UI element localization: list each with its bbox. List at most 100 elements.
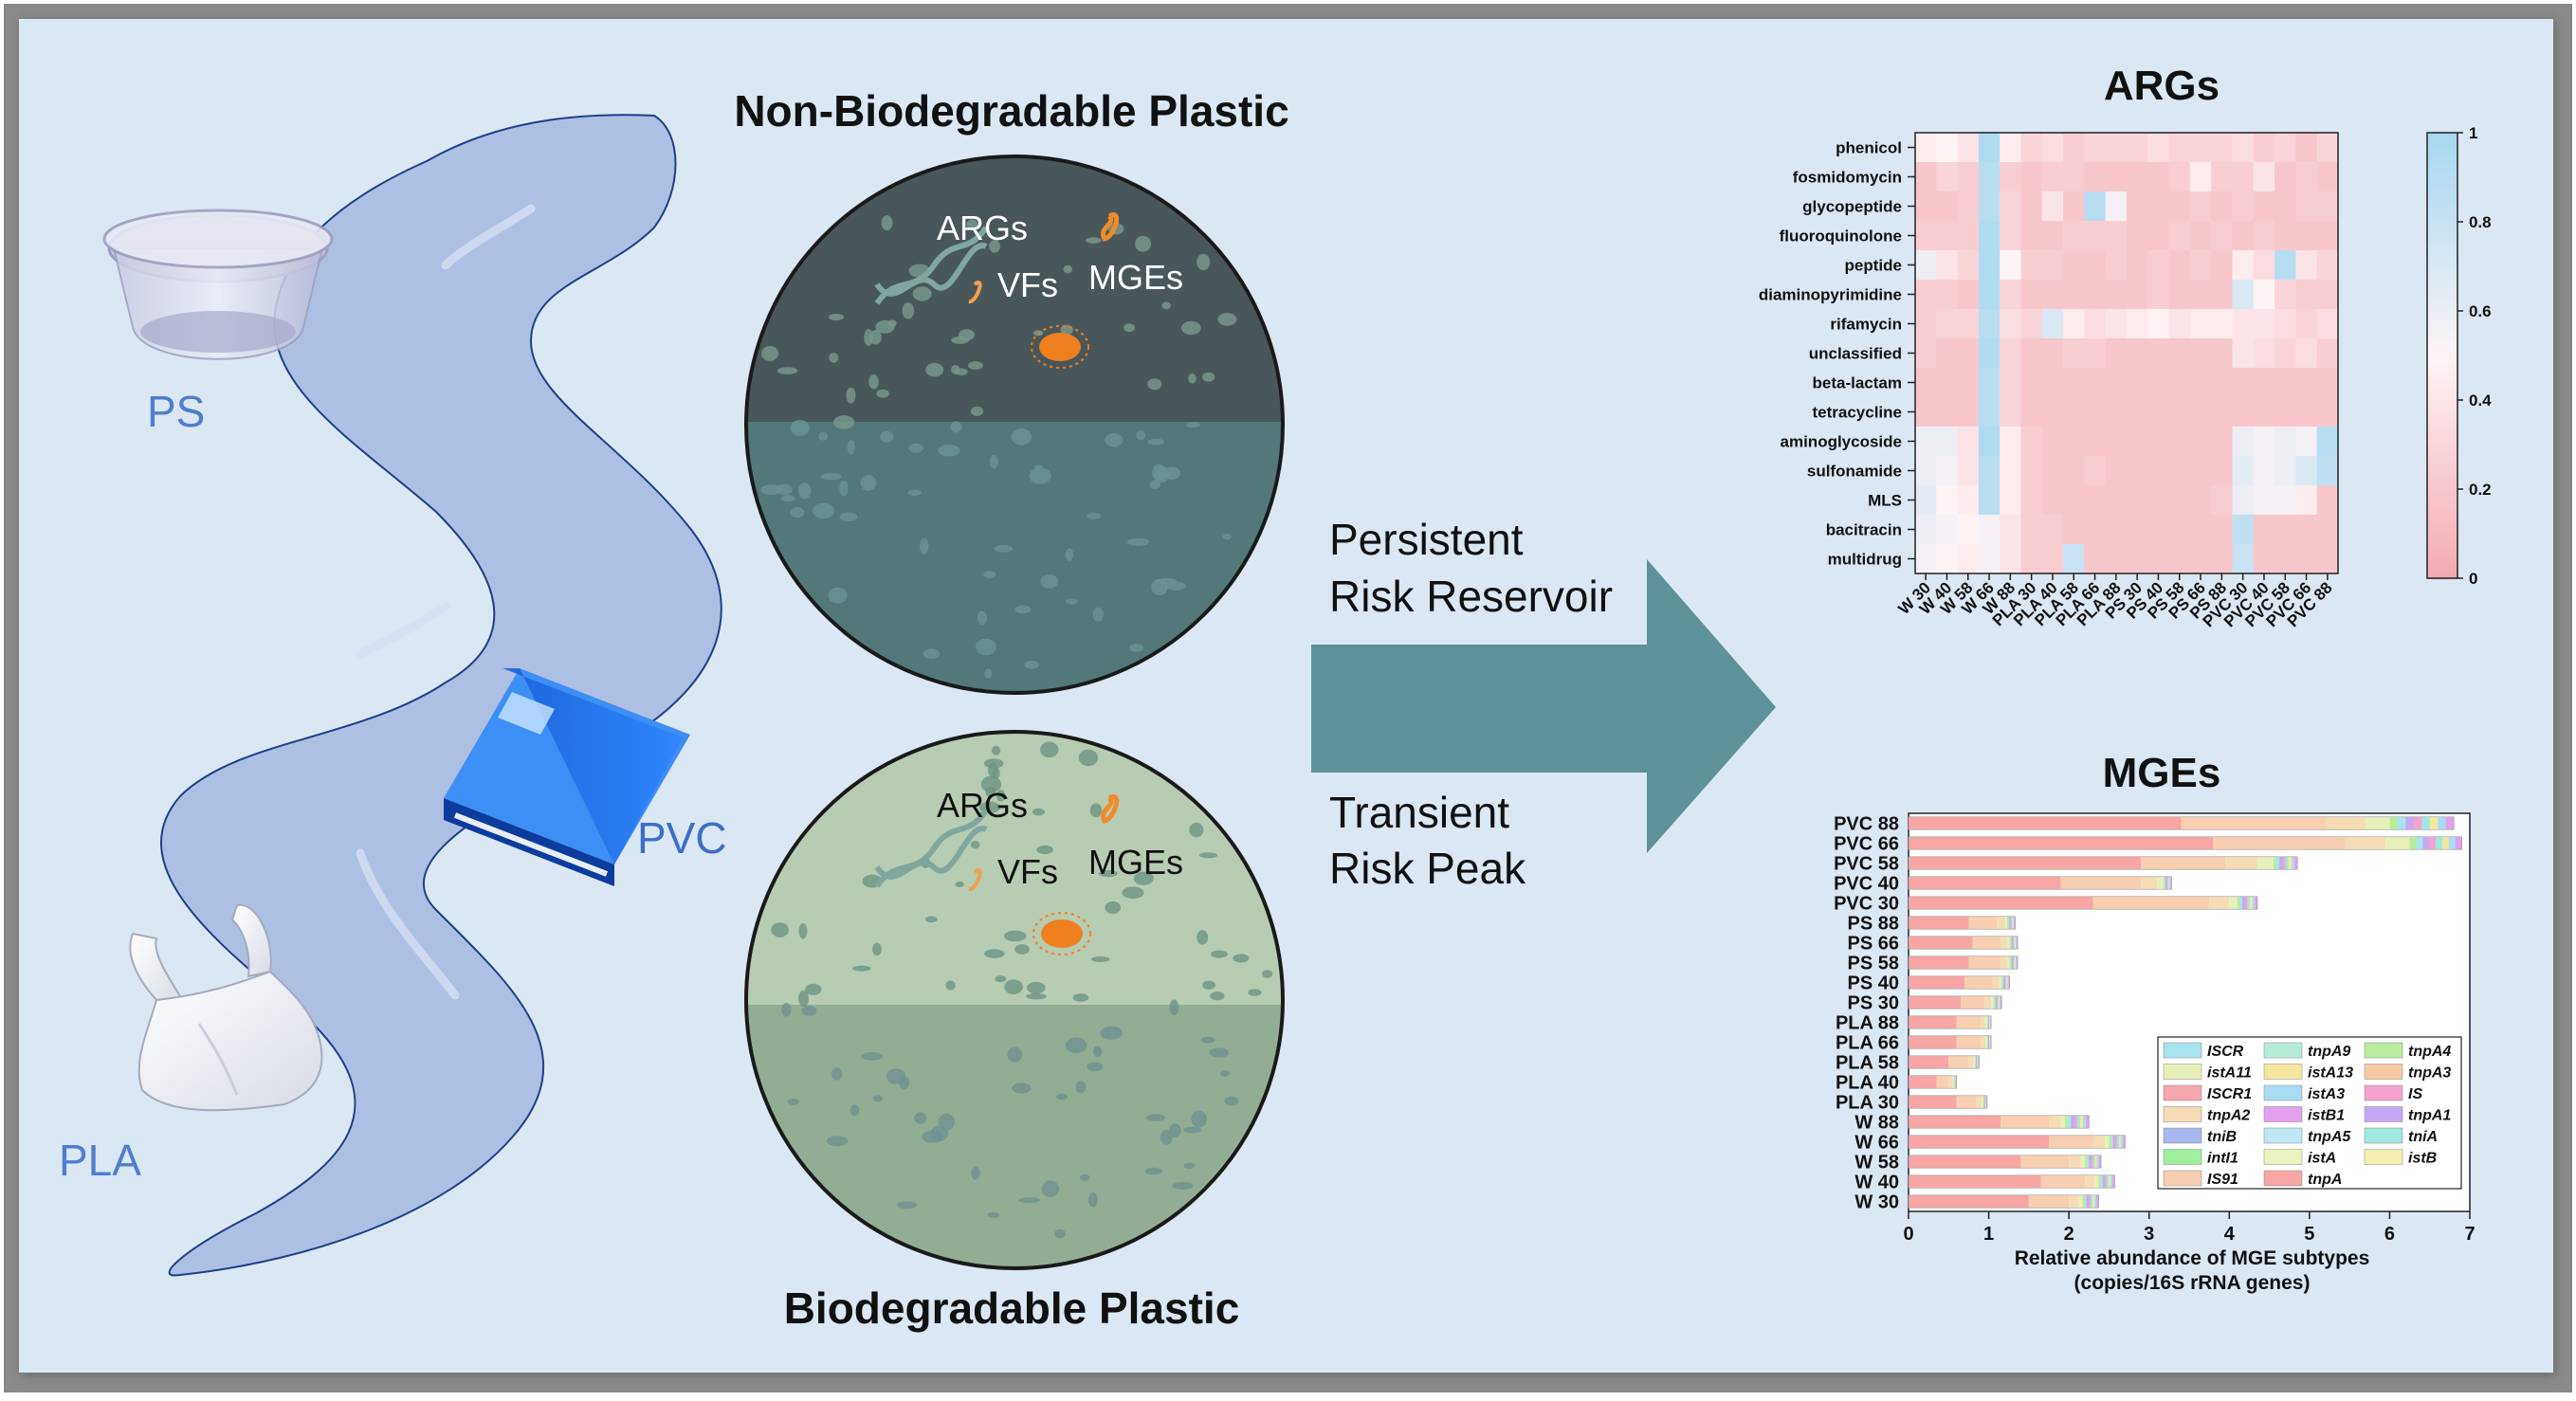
colorbar-tick-label: 0.8 [2469,213,2492,231]
heatmap-cell [2189,456,2212,486]
heatmap-cell [1957,427,1980,457]
legend-entry: istB1 [2308,1108,2345,1124]
heatmap-cell [2127,544,2148,574]
bar-segment [1983,1095,1985,1109]
heatmap-cell [1978,368,2001,398]
river-shape [160,114,722,1277]
heatmap-cell [2147,250,2170,281]
heatmap-cell [2063,515,2085,545]
bar-segment [2013,955,2016,970]
heatmap-cell [2253,515,2275,545]
heatmap-cell [2127,309,2148,339]
bar-segment [2007,955,2010,970]
legend-entry: tniA [2408,1129,2438,1145]
heatmap-cell [1978,250,2001,281]
colorbar-tick-label: 0.4 [2469,391,2492,409]
heatmap-cell [2020,338,2043,369]
bar-segment [2028,1194,2070,1209]
heatmap-cell [1957,368,1980,398]
heatmap-cell [2000,456,2021,486]
bar-segment [2165,876,2167,890]
heatmap-cell [1936,368,1959,398]
heatmap-cell [2084,368,2107,398]
bar-segment [1909,916,1969,930]
pla-label: PLA [59,1136,141,1185]
persistent-label: Persistent [1329,515,1524,564]
heatmap-row-label: beta-lactam [1813,374,1902,392]
bar-segment [2169,876,2171,890]
heatmap-cell [2084,133,2107,163]
legend-entry: istA3 [2308,1086,2345,1102]
args-heatmap: phenicolfosmidomycinglycopeptidefluoroqu… [1759,124,2492,630]
heatmap-cell [2063,191,2085,222]
bar-segment [1955,1075,1957,1089]
heatmap-cell [2127,427,2148,457]
bar-segment [2008,975,2010,990]
bar-segment [1991,995,1994,1010]
heatmap-cell [1957,338,1980,369]
heatmap-cell [2000,309,2021,339]
bar-segment [2084,1194,2088,1209]
bar-segment [2092,1194,2095,1209]
bar-segment [1936,1075,1949,1089]
bar-segment [2016,936,2019,950]
bar-segment [1948,1075,1953,1089]
bar-segment [2014,916,2016,930]
bar-segment [2007,936,2010,950]
heatmap-cell [1936,133,1959,163]
heatmap-cell [2275,515,2296,545]
bar-segment [1909,876,2061,890]
bar-segment [1954,1075,1956,1089]
bar-segment [2004,916,2008,930]
heatmap-cell [2232,133,2255,163]
heatmap-cell [2084,221,2107,251]
heatmap-cell [2105,456,2128,486]
mge-x-tick-label: 1 [1983,1224,1994,1245]
bottom-mges-label: MGEs [1088,843,1183,882]
mge-category-label: PS 66 [1848,934,1899,955]
bar-segment [2102,1174,2106,1189]
legend-entry: istA13 [2308,1065,2353,1082]
heatmap-cell [1936,544,1959,574]
heatmap-cell [2275,250,2296,281]
bar-segment [1909,1035,1957,1049]
top-vf-icon [968,280,982,303]
bar-segment [2255,896,2258,910]
heatmap-cell [2168,485,2191,516]
bar-segment [1993,995,1996,1010]
heatmap-cell [2105,133,2128,163]
bar-segment [2011,936,2014,950]
heatmap-cell [2275,427,2296,457]
bar-segment [2001,1115,2049,1129]
heatmap-cell [2147,221,2170,251]
bar-segment [2448,836,2456,850]
bar-segment [2229,896,2238,910]
bar-segment [1909,1095,1957,1109]
bar-segment [1909,995,1961,1010]
heatmap-cell [2275,368,2296,398]
bar-segment [2086,1194,2090,1209]
bar-segment [2366,816,2390,830]
heatmap-cell [2211,250,2233,281]
heatmap-cell [2295,427,2318,457]
heatmap-row-label: fluoroquinolone [1780,227,1902,246]
heatmap-cell [2063,338,2085,369]
heatmap-cell [2105,162,2128,192]
heatmap-cell [1957,515,1980,545]
mge-category-label: W 30 [1854,1192,1899,1213]
bar-segment [1909,1075,1937,1089]
legend-entry: tnpA1 [2408,1108,2451,1124]
heatmap-cell [2189,133,2212,163]
heatmap-cell [2232,338,2255,369]
bar-segment [1981,1015,1986,1029]
bottom-vf-icon [968,867,982,891]
legend-entry: istA [2308,1151,2336,1167]
heatmap-row-label: tetracycline [1813,404,1903,422]
heatmap-cell [2020,397,2043,428]
bar-segment [2012,916,2014,930]
mge-category-label: W 88 [1854,1113,1899,1134]
bar-segment [2121,1135,2124,1149]
heatmap-cell [1915,162,1937,192]
bar-segment [2088,1194,2092,1209]
bar-segment [2294,856,2298,870]
